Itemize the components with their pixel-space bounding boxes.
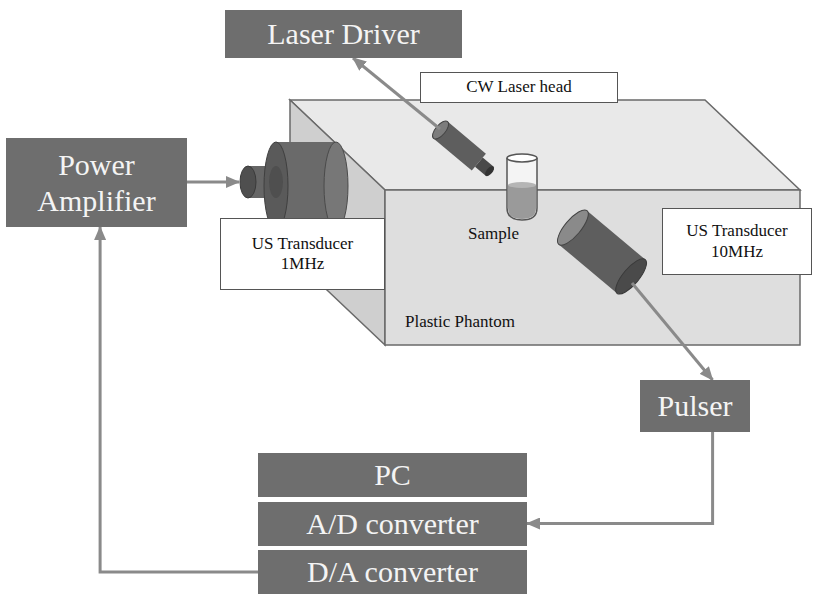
- node-text: Pulser: [658, 388, 733, 424]
- phantom-label: Plastic Phantom: [405, 312, 515, 332]
- signal-arrow: [632, 283, 713, 380]
- node-text: US Transducer 1MHz: [244, 234, 362, 275]
- sample-tube: [507, 154, 537, 220]
- callout-box: US Transducer 10MHz: [662, 208, 812, 275]
- callout-box: US Transducer 1MHz: [220, 218, 385, 290]
- signal-arrow: [187, 181, 239, 184]
- computer-box: PC: [258, 453, 527, 497]
- transducer-10mhz-symbol: [553, 206, 652, 299]
- node-text: CW Laser head: [466, 77, 571, 97]
- node-text: A/D converter: [306, 506, 478, 542]
- sample-label: Sample: [468, 224, 519, 244]
- converter-box: A/D converter: [258, 502, 527, 546]
- node-text: PC: [374, 457, 411, 493]
- converter-box: D/A converter: [258, 550, 527, 594]
- callout-box: CW Laser head: [420, 72, 618, 103]
- transducer-1mhz-symbol: [240, 142, 348, 230]
- pulser-box: Pulser: [640, 380, 750, 432]
- node-text: US Transducer 10MHz: [678, 221, 796, 262]
- signal-arrow: [527, 432, 713, 524]
- node-text: Power Amplifier: [14, 147, 179, 219]
- amplifier-box: Power Amplifier: [6, 138, 187, 227]
- node-text: D/A converter: [307, 554, 478, 590]
- driver-box: Laser Driver: [225, 10, 462, 58]
- node-text: Laser Driver: [267, 16, 419, 52]
